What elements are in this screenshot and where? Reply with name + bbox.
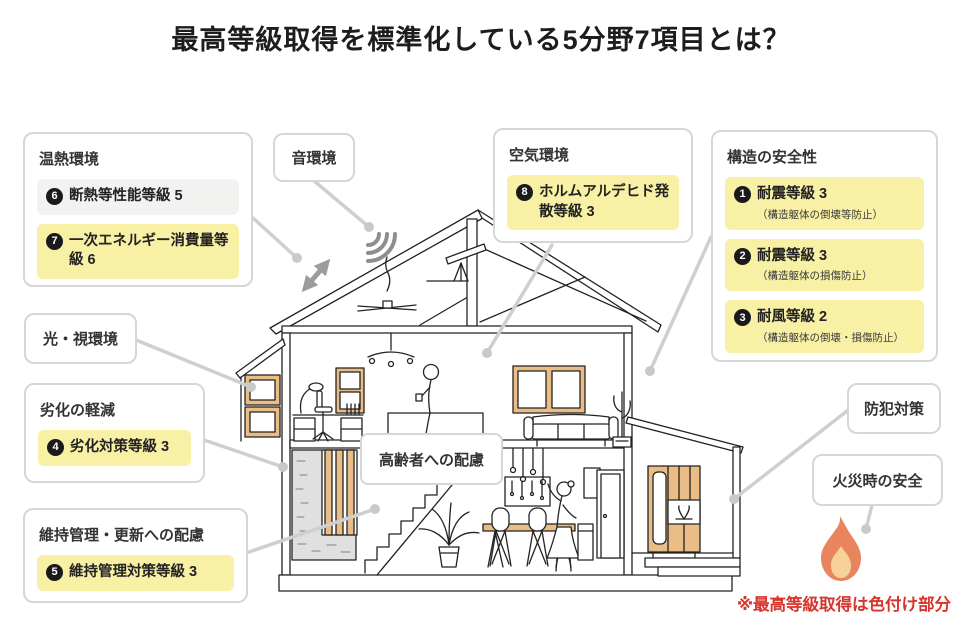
chandelier-icon: [367, 332, 415, 368]
kitchen-area: [577, 467, 625, 561]
callout-air-environment: 空気環境 8 ホルムアルデヒド発散等級 3: [493, 128, 693, 243]
number-badge: 5: [46, 564, 63, 581]
bay-window: [235, 338, 286, 442]
grade-item: 5 維持管理対策等級 3: [37, 555, 234, 591]
dining-area: [482, 507, 576, 568]
grade-item: 7 一次エネルギー消費量等級 6: [37, 223, 239, 279]
grade-sublabel: （構造躯体の損傷防止）: [757, 270, 873, 283]
grade-item: 2 耐震等級 3 （構造躯体の損傷防止）: [725, 238, 924, 292]
callout-light-visual-environment: 光・視環境: [24, 313, 137, 364]
leader-dots: [246, 222, 871, 534]
number-badge: 4: [47, 439, 64, 456]
grade-label: 耐震等級 3 （構造躯体の損傷防止）: [757, 247, 915, 284]
callout-thermal-environment: 温熱環境 6 断熱等性能等級 5 7 一次エネルギー消費量等級 6: [23, 132, 253, 287]
callout-title: 温熱環境: [39, 151, 100, 168]
callout-elderly-consideration: 高齢者への配慮: [360, 433, 503, 485]
callout-title: 構造の安全性: [727, 149, 818, 166]
living-area-2f: [512, 365, 632, 448]
callout-title: 防犯対策: [863, 401, 924, 418]
grade-item: 6 断熱等性能等級 5: [37, 179, 239, 215]
grade-sublabel: （構造躯体の倒壊等防止）: [757, 208, 883, 221]
callout-deterioration-reduction: 劣化の軽減 4 劣化対策等級 3: [24, 383, 205, 483]
pendant-lights: [504, 447, 551, 507]
callout-title: 維持管理・更新への配慮: [39, 527, 205, 544]
callout-maintenance-renewal: 維持管理・更新への配慮 5 維持管理対策等級 3: [23, 508, 248, 603]
bed-and-person: [387, 363, 484, 444]
ceiling-fan-icon: [357, 256, 417, 312]
flame-icon: [821, 516, 861, 581]
grade-label: 維持管理対策等級 3: [69, 564, 198, 580]
grade-sublabel: （構造躯体の倒壊・損傷防止）: [757, 332, 904, 345]
grade-item: 1 耐震等級 3 （構造躯体の倒壊等防止）: [725, 177, 924, 230]
telescope-icon: [445, 243, 487, 282]
double-arrow-icon: [301, 258, 331, 293]
footnote: ※最高等級取得は色付け部分: [737, 596, 952, 614]
house: [235, 209, 744, 592]
callout-fire-safety: 火災時の安全: [812, 454, 943, 506]
number-badge: 3: [734, 309, 751, 327]
leader-lines: [134, 178, 874, 555]
callout-title: 音環境: [291, 150, 337, 167]
callout-title: 劣化の軽減: [40, 402, 116, 419]
number-badge: 1: [734, 186, 751, 203]
callout-sound-environment: 音環境: [273, 133, 355, 182]
callout-title: 光・視環境: [42, 331, 118, 348]
number-badge: 2: [734, 247, 751, 265]
number-badge: 6: [46, 188, 63, 205]
grade-label: 断熱等性能等級 5: [69, 188, 183, 204]
grade-label: 耐風等級 2 （構造躯体の倒壊・損傷防止）: [757, 308, 915, 345]
insulated-wall-cutaway: [291, 449, 358, 561]
grade-item: 3 耐風等級 2 （構造躯体の倒壊・損傷防止）: [725, 300, 924, 354]
grade-item: 8 ホルムアルデヒド発散等級 3: [507, 175, 679, 231]
standing-person: [546, 480, 580, 572]
grade-label: ホルムアルデヒド発散等級 3: [539, 184, 670, 220]
callout-crime-prevention: 防犯対策: [847, 383, 941, 434]
study-area: [292, 367, 365, 442]
number-badge: 8: [516, 184, 533, 201]
grade-label: 一次エネルギー消費量等級 6: [69, 232, 229, 269]
callout-structural-safety: 構造の安全性 1 耐震等級 3 （構造躯体の倒壊等防止） 2 耐震等級 3 （構…: [711, 130, 938, 362]
callout-title: 空気環境: [509, 147, 570, 164]
grade-item: 4 劣化対策等級 3: [38, 430, 191, 466]
entry-extension: [625, 416, 744, 577]
number-badge: 7: [46, 232, 63, 250]
sound-waves-icon: [366, 232, 397, 263]
potted-plant: [418, 502, 480, 568]
grade-label: 劣化対策等級 3: [70, 439, 170, 455]
callout-title: 火災時の安全: [832, 472, 923, 490]
callout-title: 高齢者への配慮: [378, 451, 484, 469]
grade-label: 耐震等級 3 （構造躯体の倒壊等防止）: [757, 185, 915, 222]
page-title: 最高等級取得を標準化している5分野7項目とは？: [171, 25, 791, 55]
